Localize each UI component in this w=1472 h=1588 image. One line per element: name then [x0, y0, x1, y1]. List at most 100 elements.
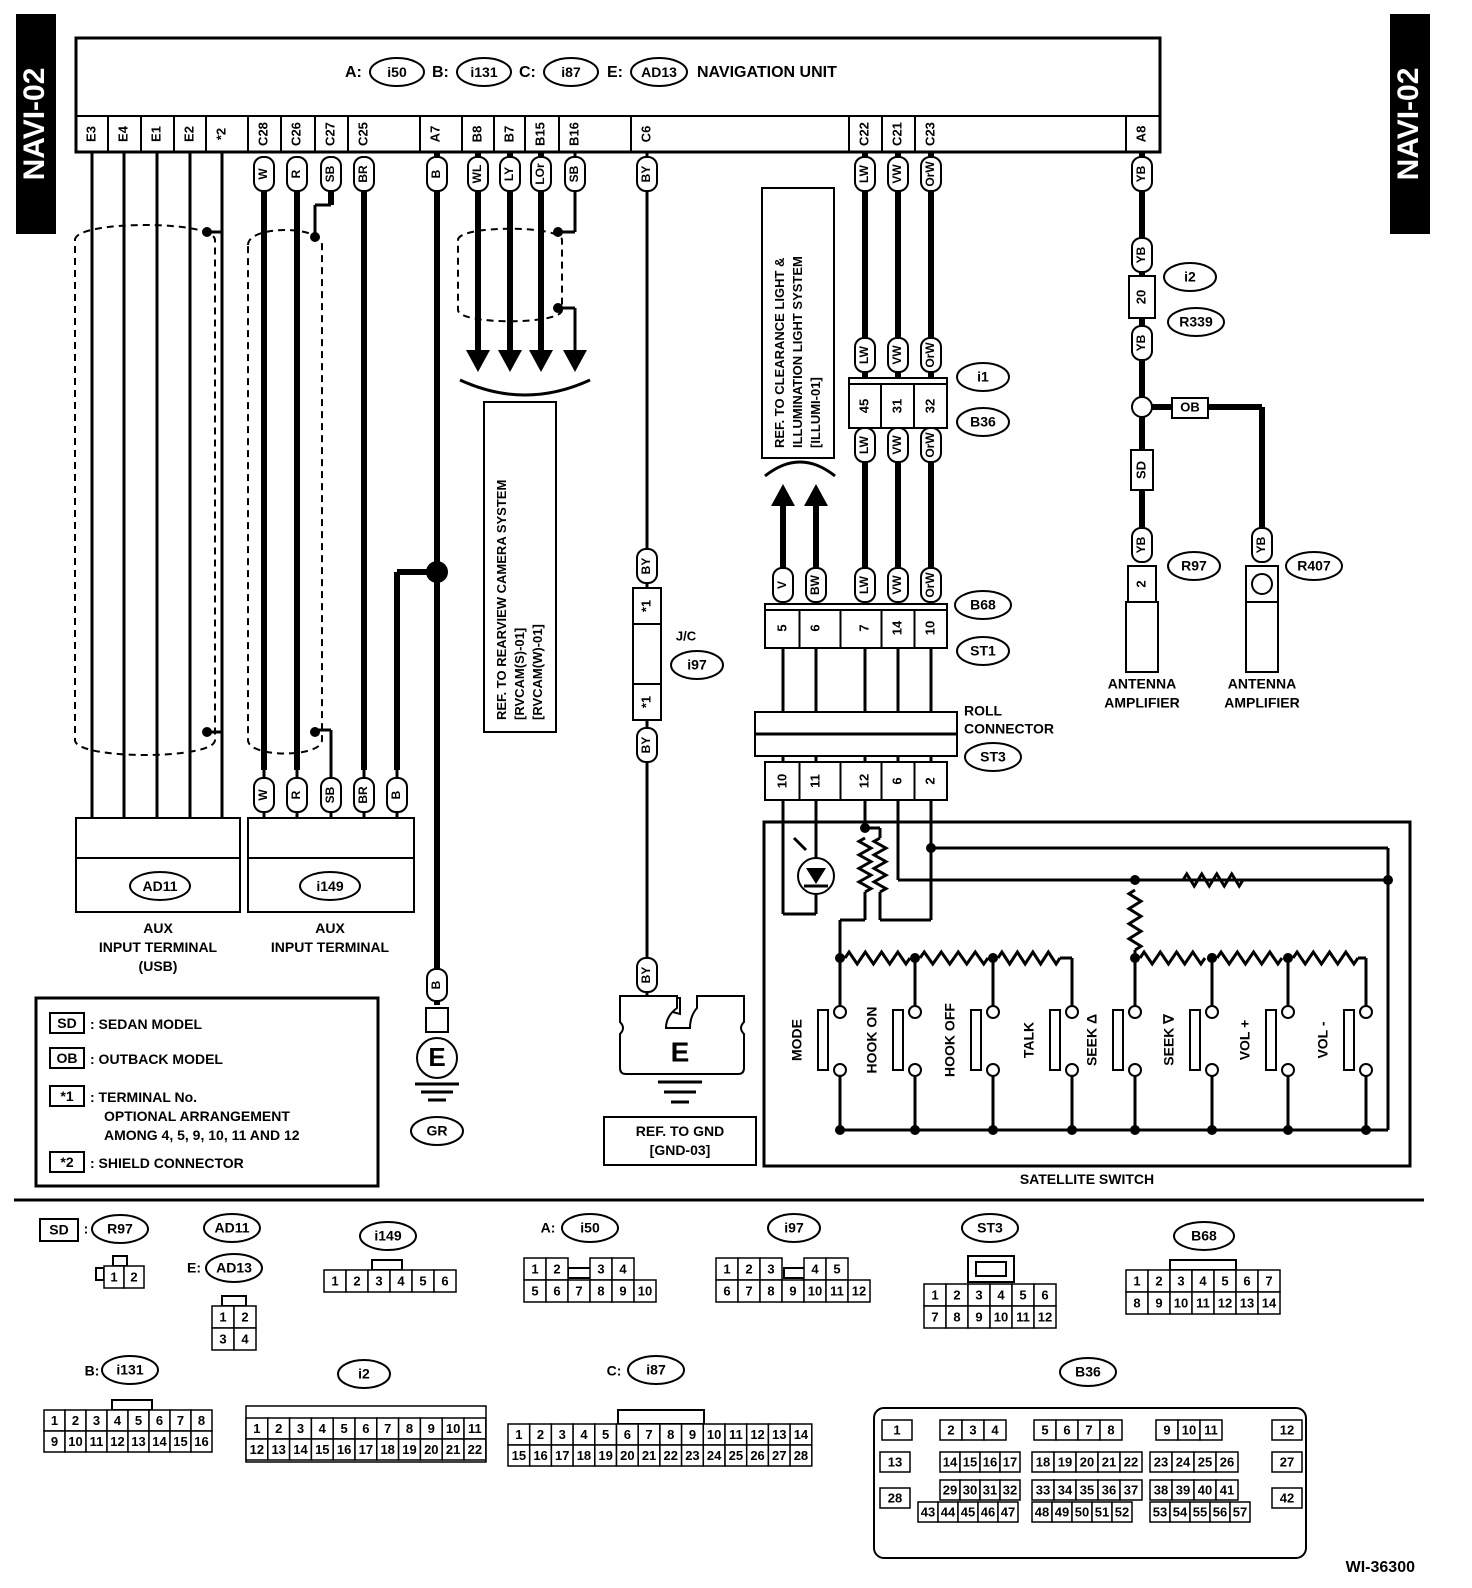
wire-color-tag	[499, 156, 521, 192]
pin-number: 1	[1133, 1273, 1140, 1288]
r339	[1167, 307, 1225, 337]
nav-pin-label: E4	[115, 125, 130, 142]
page-code-tab-left: NAVI-02	[16, 14, 56, 234]
antenna-amp-4: AMPLIFIER	[1224, 695, 1299, 711]
st3-face-id-label: ST3	[977, 1220, 1003, 1236]
ref-arc	[764, 460, 836, 478]
b68-pin-label: 14	[889, 620, 904, 635]
junction-dot	[1067, 1125, 1077, 1135]
st1	[956, 636, 1010, 666]
pin-number: 6	[723, 1283, 730, 1298]
legend-text-sd: : SEDAN MODEL	[90, 1016, 202, 1032]
pin-number: 1	[723, 1261, 730, 1276]
wire-color-label: WL	[470, 165, 484, 184]
key	[95, 1267, 105, 1281]
pin-number: 9	[975, 1309, 982, 1324]
pin-number: 1	[531, 1261, 538, 1276]
wire-color-tag	[253, 777, 275, 813]
ref-ground: REF. TO GND [GND-03]	[603, 1116, 757, 1166]
b36-pin-cell	[1099, 1419, 1123, 1441]
wire-color-label: SB	[323, 165, 337, 182]
wire-color-tag	[253, 156, 275, 192]
wire-color-label: VW	[890, 164, 904, 184]
pin-number: 7	[177, 1413, 184, 1428]
b36-pin-number: 31	[983, 1482, 997, 1497]
ref-rearview-1: REF. TO REARVIEW CAMERA SYSTEM	[494, 480, 509, 720]
sd-label: SD	[1133, 461, 1148, 479]
b36-pin-number: 3	[969, 1422, 976, 1437]
pin-number: 6	[1041, 1287, 1048, 1302]
junction-dot	[1207, 953, 1217, 963]
i97-face-id	[767, 1213, 821, 1243]
pin-cell	[233, 1327, 257, 1351]
nav-pin-label: B7	[501, 126, 516, 143]
shield-aux	[247, 229, 323, 755]
nav-pin-label: C25	[355, 122, 370, 146]
wire-color-label: W	[256, 168, 270, 180]
pin-number: 2	[745, 1261, 752, 1276]
key	[111, 1399, 153, 1411]
junction-dot	[1207, 1125, 1217, 1135]
sd-badge-label: SD	[49, 1222, 68, 1238]
pin-number: 4	[319, 1421, 327, 1436]
resistor	[918, 949, 990, 967]
junction-dot	[553, 227, 563, 237]
pin-cell	[433, 1269, 457, 1293]
pin-number: 3	[559, 1427, 566, 1442]
nav-pin-label: E1	[148, 126, 163, 142]
b36-pin-number: 23	[1154, 1454, 1168, 1469]
wire-color-tag	[887, 337, 909, 373]
wire-color-tag	[636, 727, 658, 763]
r407-pin	[1251, 573, 1273, 595]
page-code-right: NAVI-02	[1392, 68, 1425, 181]
antenna-amp-2: AMPLIFIER	[1104, 695, 1179, 711]
nav-pin-label: C6	[638, 126, 653, 143]
switch-contact	[1205, 1063, 1219, 1077]
i87-prefix: C:	[607, 1363, 622, 1379]
pin-number: 10	[638, 1283, 652, 1298]
r97-label: R97	[1181, 558, 1207, 574]
r97-prefix: :	[84, 1221, 89, 1237]
nav-prefix-b: B:	[432, 64, 449, 81]
wire-color-label: BY	[639, 166, 653, 183]
ref-illumination: REF. TO CLEARANCE LIGHT & ILLUMINATION L…	[761, 187, 835, 459]
nav-pin-label: C26	[288, 122, 303, 146]
led-ray	[792, 836, 808, 852]
wire-color-tag	[887, 156, 909, 192]
gnd-block	[619, 995, 745, 1075]
i149-face-id	[359, 1221, 417, 1251]
b36-pin-number: 33	[1036, 1482, 1050, 1497]
pin-number: 19	[598, 1448, 612, 1463]
switch-button	[1049, 1009, 1061, 1071]
switch-contact	[986, 1063, 1000, 1077]
st3-pin-label: 12	[856, 774, 871, 788]
b36-pin-number: 26	[1220, 1454, 1234, 1469]
pin-number: 2	[353, 1273, 360, 1288]
b68-pin-label: 5	[774, 624, 789, 631]
pin-number: 3	[375, 1273, 382, 1288]
resistor	[1126, 888, 1144, 952]
nav-pin-label: C22	[856, 122, 871, 146]
st3-pin-label: 11	[807, 774, 822, 788]
wire-color-label: LW	[857, 345, 871, 364]
wire-color-tag	[772, 567, 794, 603]
pin-cell	[190, 1430, 213, 1453]
b36-pin-number: 20	[1080, 1454, 1094, 1469]
pin-number: 1	[51, 1413, 58, 1428]
pin-number: 8	[597, 1283, 604, 1298]
wire-color-label: OrW	[923, 432, 937, 458]
pin-number: 2	[275, 1421, 282, 1436]
b36-pin-number: 47	[1001, 1504, 1015, 1519]
pin-number: 18	[577, 1448, 591, 1463]
ref-illum-3: [ILLUMI-01]	[808, 377, 823, 448]
b36-pin-number: 49	[1055, 1504, 1069, 1519]
b36-pin-number: 22	[1124, 1454, 1138, 1469]
wire-color-tag	[286, 777, 308, 813]
junction-dot	[426, 561, 448, 583]
nav-prefix-c: C:	[519, 64, 536, 81]
b36-pin-number: 16	[983, 1454, 997, 1469]
switch-contact	[908, 1005, 922, 1019]
roll-label-1: ROLL	[964, 703, 1003, 719]
b36-pin-number: 29	[943, 1482, 957, 1497]
